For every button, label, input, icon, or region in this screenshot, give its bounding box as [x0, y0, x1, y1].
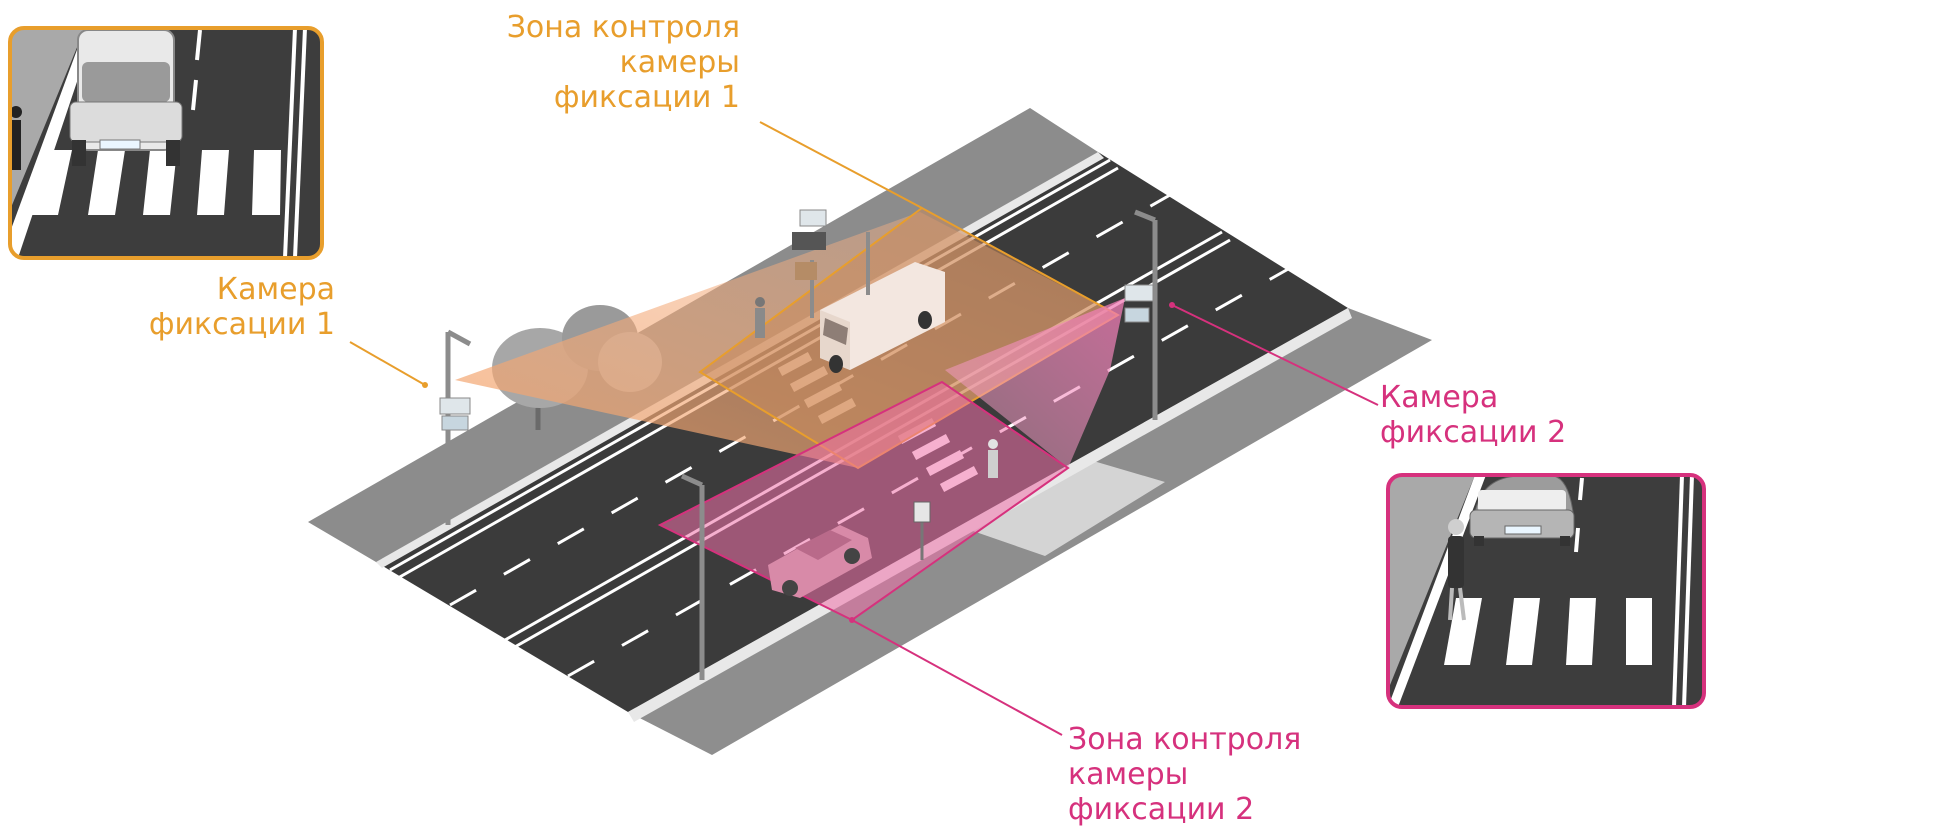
lane-dash-line [567, 266, 1291, 678]
camera-1-label: Камера фиксации 1 [140, 272, 335, 342]
camera-1-zone-label-line: камеры [619, 45, 740, 80]
camera-1-icon [439, 397, 471, 431]
camera-1-zone-label-line: фиксации 1 [553, 80, 740, 115]
camera-1-zone-label: Зона контроля камеры фиксации 1 [480, 10, 740, 115]
sidewalk-slab [970, 460, 1165, 556]
camera-1-inset-frame [8, 26, 324, 260]
pedestrian-sign-icon [913, 501, 931, 560]
camera-1-leader [349, 341, 426, 386]
camera-1-view-inset [8, 26, 324, 260]
car-icon [768, 525, 872, 598]
camera-2-beam [945, 298, 1125, 468]
camera-2-zone-label-line: Зона контроля [1068, 722, 1302, 757]
pedestrian-icon [988, 439, 998, 478]
street-lamp-icon [1134, 209, 1158, 420]
camera-2-label: Камера фиксации 2 [1380, 380, 1566, 450]
camera-1-zone-label-line: Зона контроля [506, 10, 740, 45]
camera-2-zone-label-line: фиксации 2 [1068, 792, 1255, 827]
camera-2-view-inset [1386, 473, 1706, 709]
camera-2-inset-frame [1386, 473, 1706, 709]
van-icon [820, 262, 945, 373]
pedestrian-icon [1448, 519, 1466, 621]
lane-dash-line [449, 193, 1171, 607]
van-icon [69, 29, 183, 166]
camera-2-zone-leader [851, 619, 1063, 736]
camera-1-zone-leader [759, 121, 923, 209]
car-icon [1469, 475, 1575, 546]
camera-2-icon [1124, 284, 1154, 323]
pedestrian-icon [755, 297, 765, 338]
pedestrian-icon [10, 106, 22, 170]
camera-1-label-line: Камера [216, 272, 335, 307]
camera-1-label-line: фиксации 1 [148, 307, 335, 342]
camera-2-label-line: Камера [1380, 380, 1499, 415]
camera-2-label-line: фиксации 2 [1380, 415, 1567, 450]
street-lamp-icon [792, 209, 870, 318]
camera-2-zone-label-line: камеры [1068, 757, 1189, 792]
camera-2-zone-label: Зона контроля камеры фиксации 2 [1068, 722, 1301, 827]
street-lamp-icon [680, 473, 705, 680]
camera-2-leader [1171, 304, 1379, 406]
